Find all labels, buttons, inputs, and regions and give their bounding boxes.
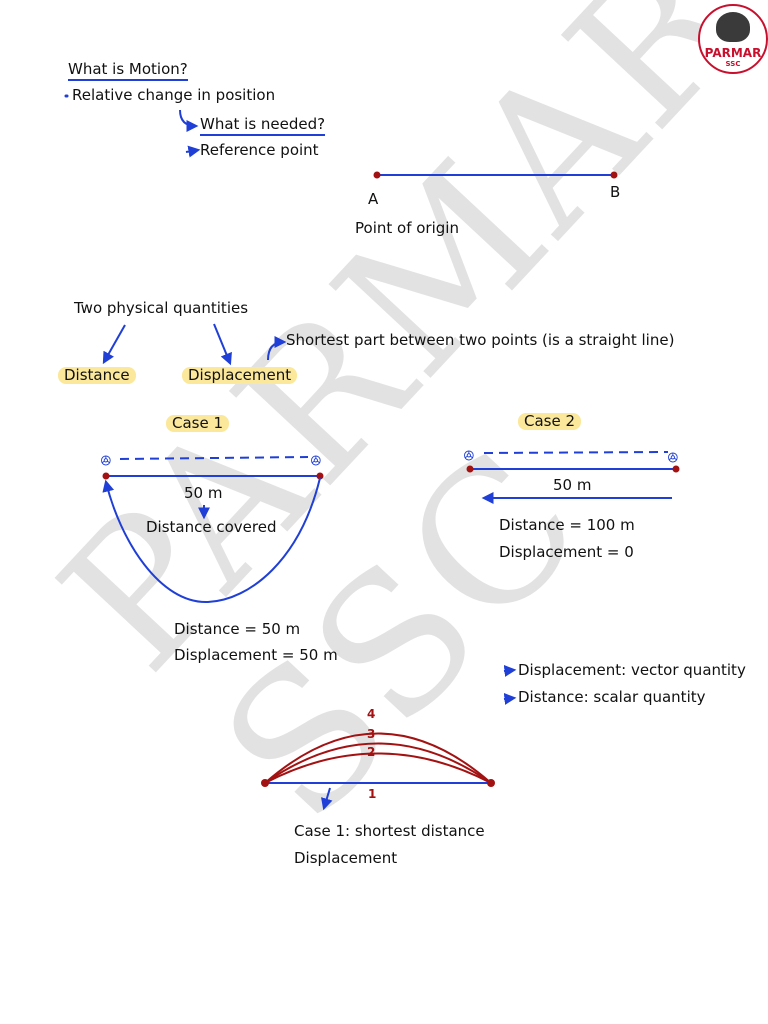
case1-displacement: Displacement = 50 m bbox=[174, 646, 338, 664]
person-icon-right: ꔮ bbox=[310, 452, 322, 470]
path-label-1: 1 bbox=[368, 787, 377, 801]
point-b bbox=[610, 171, 618, 179]
logo-main-text: PARMAR bbox=[704, 46, 762, 60]
case2-displacement: Displacement = 0 bbox=[499, 543, 634, 561]
motion-heading: What is Motion? bbox=[68, 62, 188, 81]
case1-figure: ꔮ ꔮ bbox=[100, 452, 324, 604]
person-icon-left: ꔮ bbox=[463, 447, 475, 465]
motion-question: What is needed? bbox=[200, 117, 326, 136]
motion-definition: Relative change in position bbox=[72, 86, 276, 104]
case2-figure: ꔮ ꔮ bbox=[463, 447, 680, 504]
person-icon-left: ꔮ bbox=[100, 452, 112, 470]
arrow-to-displacement bbox=[213, 323, 232, 366]
quantities-heading: Two physical quantities bbox=[74, 299, 249, 317]
label-b: B bbox=[610, 183, 621, 201]
case2-length: 50 m bbox=[553, 476, 592, 494]
case1-label: Case 1 bbox=[166, 415, 230, 432]
displacement-term: Displacement bbox=[182, 367, 298, 384]
curved-arrow bbox=[179, 109, 199, 132]
arrow-to-distance bbox=[102, 324, 126, 365]
bear-icon bbox=[716, 12, 750, 42]
case2-label: Case 2 bbox=[518, 413, 582, 430]
paths-figure bbox=[261, 732, 495, 811]
fact-vector: Displacement: vector quantity bbox=[518, 661, 746, 679]
motion-answer: Reference point bbox=[200, 141, 319, 159]
person-icon-right: ꔮ bbox=[667, 449, 679, 467]
brand-logo: PARMAR SSC bbox=[698, 4, 768, 74]
small-arrow bbox=[185, 145, 201, 158]
displacement-note: Shortest part between two points (is a s… bbox=[286, 331, 675, 349]
case1-arc-label: Distance covered bbox=[146, 518, 277, 536]
point-a bbox=[373, 171, 381, 179]
path-label-4: 4 bbox=[367, 707, 376, 721]
fact-scalar: Distance: scalar quantity bbox=[518, 688, 706, 706]
origin-caption: Point of origin bbox=[355, 219, 459, 237]
path-label-2: 2 bbox=[367, 745, 376, 759]
logo-sub-text: SSC bbox=[725, 60, 741, 68]
label-a: A bbox=[368, 190, 379, 208]
case1-distance: Distance = 50 m bbox=[174, 620, 301, 638]
paths-caption-2: Displacement bbox=[294, 849, 398, 867]
case2-distance: Distance = 100 m bbox=[499, 516, 635, 534]
arrow-to-note bbox=[267, 336, 287, 361]
distance-term: Distance bbox=[58, 367, 136, 384]
paths-caption-1: Case 1: shortest distance bbox=[294, 822, 485, 840]
path-label-3: 3 bbox=[367, 727, 376, 741]
case1-length: 50 m bbox=[184, 484, 223, 502]
